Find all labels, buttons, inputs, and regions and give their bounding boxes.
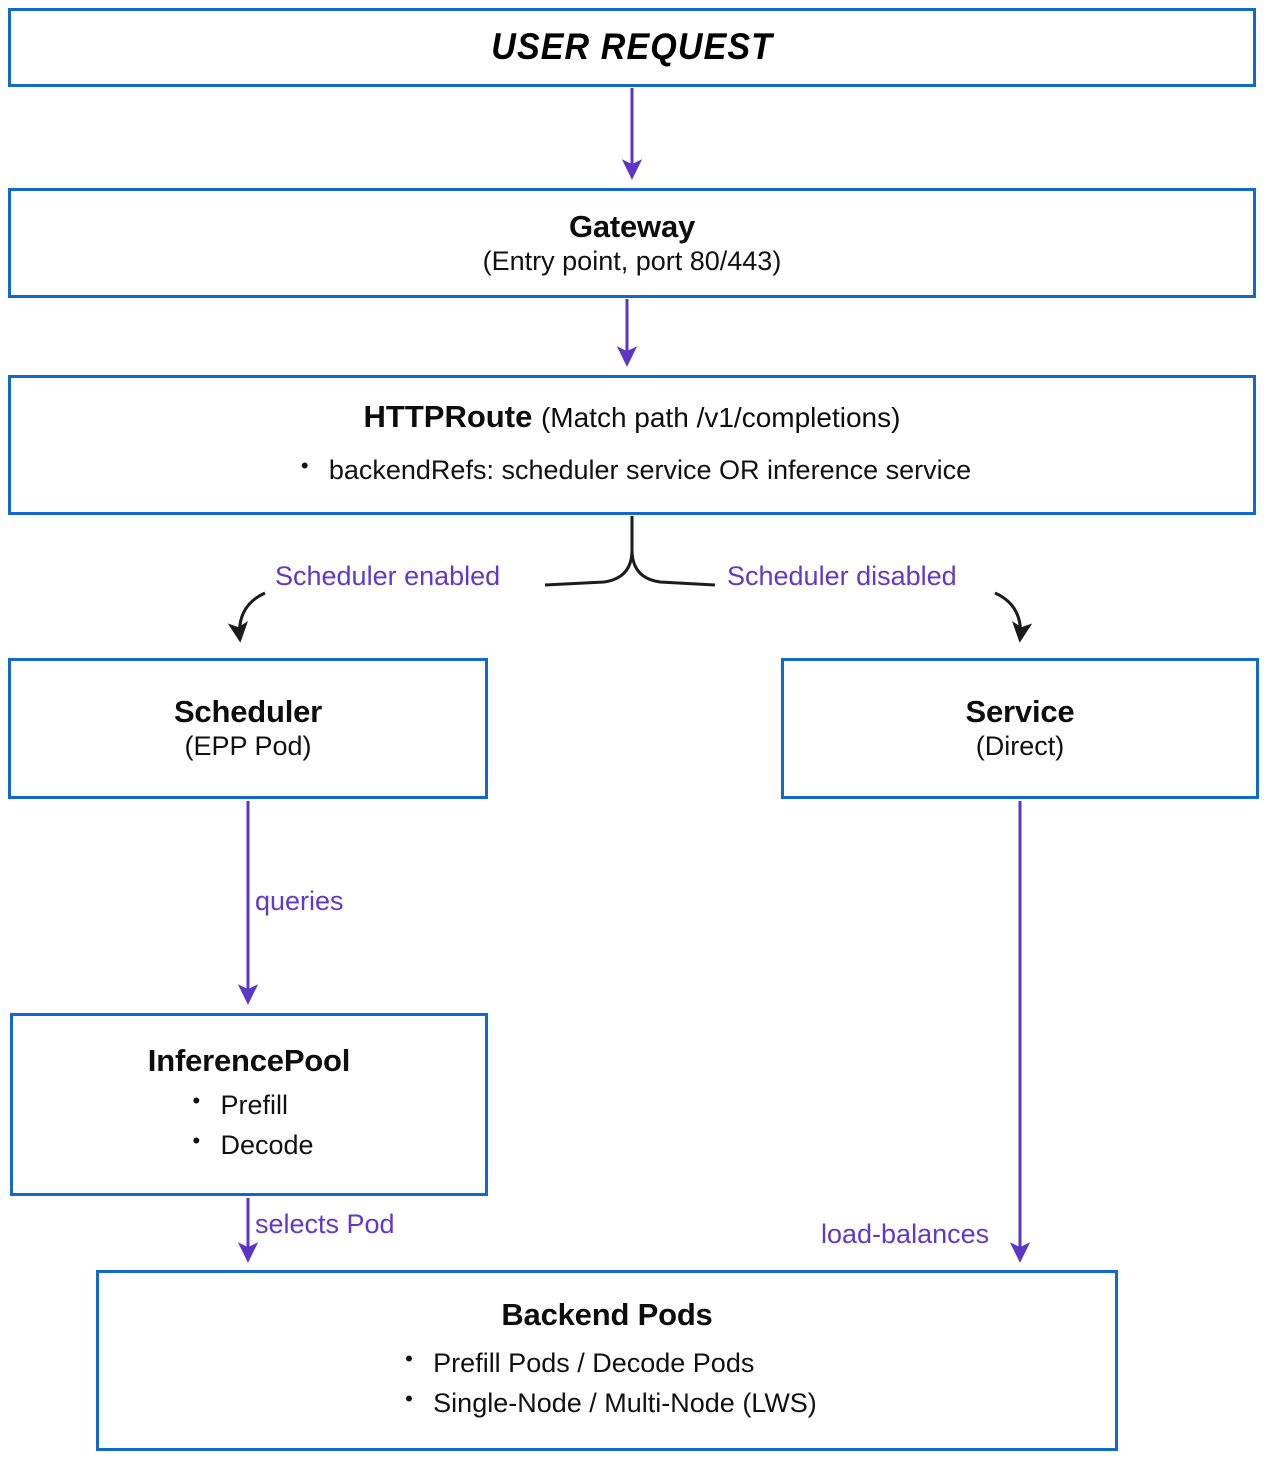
node-inferencepool-title: InferencePool: [147, 1043, 351, 1079]
node-service-title: Service: [965, 694, 1075, 730]
node-gateway-subtitle: (Entry point, port 80/443): [482, 245, 782, 276]
node-httproute[interactable]: HTTPRoute (Match path /v1/completions) b…: [8, 375, 1256, 515]
node-gateway[interactable]: Gateway (Entry point, port 80/443): [8, 188, 1256, 298]
node-httproute-title: HTTPRoute: [363, 399, 533, 435]
node-scheduler-title: Scheduler: [173, 694, 323, 730]
edge-httproute-to-scheduler: [227, 591, 266, 643]
node-httproute-bullets: backendRefs: scheduler service OR infere…: [293, 449, 971, 491]
node-inferencepool-bullets: Prefill Decode: [184, 1084, 313, 1166]
node-service[interactable]: Service (Direct): [781, 658, 1259, 799]
list-item: Prefill: [184, 1084, 313, 1126]
edge-label-scheduler-disabled: Scheduler disabled: [727, 561, 957, 591]
edge-httproute-branch-stem: [544, 516, 716, 587]
edge-label-scheduler-enabled: Scheduler enabled: [275, 561, 501, 591]
list-item: backendRefs: scheduler service OR infere…: [293, 449, 971, 491]
node-service-subtitle: (Direct): [975, 731, 1065, 762]
edge-httproute-to-service: [994, 591, 1033, 643]
node-backendpods-title: Backend Pods: [501, 1297, 713, 1333]
node-httproute-title-suffix: (Match path /v1/completions): [540, 402, 901, 434]
list-item: Single-Node / Multi-Node (LWS): [397, 1382, 817, 1424]
list-item: Decode: [184, 1124, 313, 1166]
node-inferencepool[interactable]: InferencePool Prefill Decode: [10, 1013, 488, 1196]
node-httproute-headline: HTTPRoute (Match path /v1/completions): [364, 399, 901, 436]
edge-label-load-balances: load-balances: [821, 1219, 990, 1249]
list-item: Prefill Pods / Decode Pods: [397, 1342, 817, 1384]
node-backendpods[interactable]: Backend Pods Prefill Pods / Decode Pods …: [96, 1270, 1118, 1451]
node-user-request-title: USER REQUEST: [491, 26, 773, 68]
node-user-request[interactable]: USER REQUEST: [8, 8, 1256, 87]
node-scheduler[interactable]: Scheduler (EPP Pod): [8, 658, 488, 799]
node-scheduler-subtitle: (EPP Pod): [184, 731, 312, 762]
node-backendpods-bullets: Prefill Pods / Decode Pods Single-Node /…: [397, 1342, 817, 1424]
node-gateway-title: Gateway: [568, 208, 696, 244]
edge-label-selects-pod: selects Pod: [255, 1209, 395, 1239]
edge-label-queries: queries: [255, 886, 344, 916]
